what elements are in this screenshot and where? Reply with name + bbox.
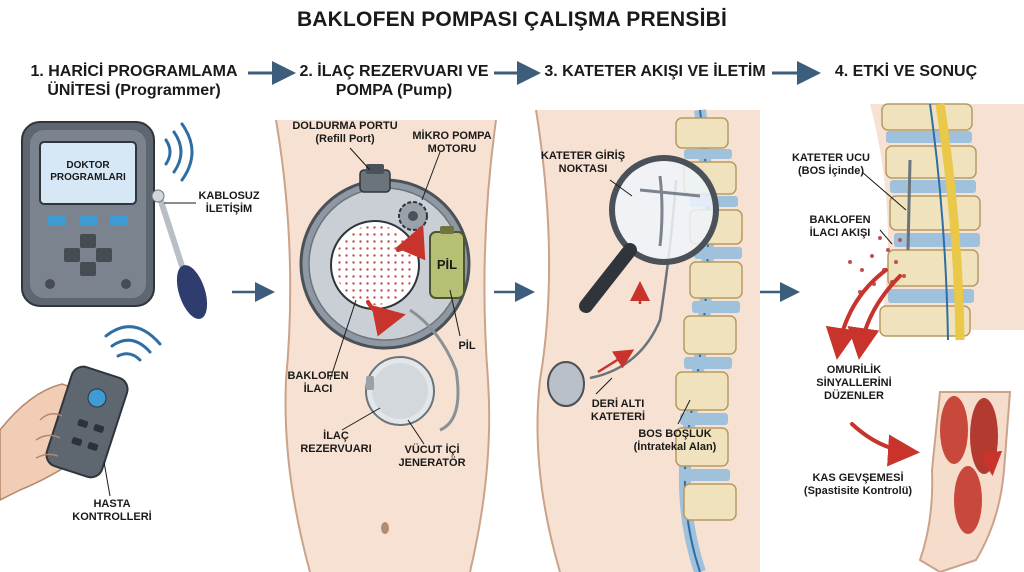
reservoir-line-2: REZERVUARI	[300, 443, 372, 455]
magnifier-icon	[579, 155, 719, 313]
subq-line-2: KATETERİ	[590, 411, 646, 423]
step-2-line1: 2. İLAÇ REZERVUARI VE	[299, 63, 489, 80]
step-4-heading: 4. ETKİ VE SONUÇ	[818, 62, 994, 81]
entry-line-2: NOKTASI	[558, 163, 608, 175]
drug-flow-label: BAKLOFEN İLACI AKIŞI	[800, 214, 880, 240]
spinal-signal-label: OMURİLİK SİNYALLERİNİ DÜZENLER	[804, 364, 904, 403]
panel3-red-arrows	[597, 281, 650, 374]
patient-line-1: HASTA	[93, 498, 131, 510]
signal-line-2: SİNYALLERİNİ	[816, 377, 892, 389]
pump-side-view	[547, 361, 585, 407]
drug-line-1: BAKLOFEN	[287, 370, 349, 382]
screen-line-2: PROGRAMLARI	[50, 172, 126, 183]
patient-leader-line	[103, 461, 111, 497]
patient-line-2: KONTROLLERİ	[72, 511, 152, 523]
motor-line-2: MOTORU	[427, 143, 477, 155]
refill-line-2: (Refill Port)	[315, 133, 375, 145]
signal-line-1: OMURİLİK	[826, 364, 882, 376]
step-4-line1: 4. ETKİ VE SONUÇ	[834, 63, 978, 80]
step-2-line2: POMPA (Pump)	[335, 82, 453, 99]
pump-red-arrows	[366, 224, 426, 337]
generator-label: VÜCUT İÇİ JENERATÖR	[388, 444, 476, 470]
step-2-heading: 2. İLAÇ REZERVUARI VE POMPA (Pump)	[294, 62, 494, 100]
muscle-line-1: KAS GEVŞEMESİ	[812, 472, 904, 484]
leg-muscle	[918, 391, 1012, 572]
refill-port-label: DOLDURMA PORTU (Refill Port)	[290, 120, 400, 146]
flow-line-1: BAKLOFEN	[809, 214, 871, 226]
step-1-heading: 1. HARİCİ PROGRAMLAMA ÜNİTESİ (Programme…	[22, 62, 246, 100]
panel2-leader-lines	[329, 147, 461, 445]
reservoir-label: İLAÇ REZERVUARI	[296, 430, 376, 456]
wireless-line-1: KABLOSUZ	[198, 190, 260, 202]
panel4-red-arrows	[825, 268, 920, 467]
generator-device	[365, 356, 435, 426]
signal-line-3: DÜZENLER	[824, 390, 884, 402]
wireless-icon	[164, 122, 194, 182]
muscle-relaxation-label: KAS GEVŞEMESİ (Spastisite Kontrolü)	[790, 472, 926, 498]
step-3-heading: 3. KATETER AKIŞI VE İLETİM	[538, 62, 772, 81]
flow-line-2: İLACI AKIŞI	[809, 227, 871, 239]
battery-inner-label: PİL	[436, 257, 458, 272]
step-3-line1: 3. KATETER AKIŞI VE İLETİM	[544, 63, 766, 80]
battery-label: PİL	[458, 340, 476, 352]
pump-catheter	[409, 308, 460, 432]
micro-pump-motor-label: MİKRO POMPA MOTORU	[404, 130, 500, 156]
catheter-entry-label: KATETER GİRİŞ NOKTASI	[530, 150, 636, 176]
subcutaneous-catheter-label: DERİ ALTI KATETERİ	[578, 398, 658, 424]
csf-line-1: BOS BOŞLUK	[638, 428, 712, 440]
screen-line-1: DOKTOR	[66, 160, 110, 171]
baclofen-drug-label: BAKLOFEN İLACI	[280, 370, 356, 396]
subq-line-1: DERİ ALTI	[591, 398, 645, 410]
programmer-device	[21, 121, 155, 307]
wand-icon	[151, 189, 208, 319]
csf-space-label: BOS BOŞLUK (İntratekal Alan)	[620, 428, 730, 454]
reservoir-line-1: İLAÇ	[323, 430, 349, 442]
page-title: BAKLOFEN POMPASI ÇALIŞMA PRENSİBİ	[296, 8, 728, 31]
programmer-screen-text: DOKTOR PROGRAMLARI	[40, 160, 136, 184]
refill-line-1: DOLDURMA PORTU	[292, 120, 398, 132]
patient-controls-label: HASTA KONTROLLERİ	[70, 498, 154, 524]
wireless-line-2: İLETİŞİM	[205, 203, 253, 215]
tip-line-1: KATETER UCU	[791, 152, 870, 164]
entry-line-1: KATETER GİRİŞ	[540, 150, 626, 162]
spine-panel4	[870, 103, 1024, 341]
remote-wireless-icon	[104, 325, 162, 362]
motor-line-1: MİKRO POMPA	[412, 130, 492, 142]
panel4-leader-lines	[861, 171, 907, 245]
hand-remote-icon	[0, 365, 129, 501]
catheter-tip-label: KATETER UCU (BOS İçinde)	[786, 152, 876, 178]
generator-line-2: JENERATÖR	[398, 457, 466, 469]
panel3-leader-lines	[595, 179, 691, 425]
generator-line-1: VÜCUT İÇİ	[404, 444, 460, 456]
drug-line-2: İLACI	[303, 383, 333, 395]
muscle-line-2: (Spastisite Kontrolü)	[803, 485, 913, 497]
csf-line-2: (İntratekal Alan)	[633, 441, 717, 453]
tip-line-2: (BOS İçinde)	[797, 165, 864, 177]
step-1-line1: 1. HARİCİ PROGRAMLAMA	[30, 63, 238, 80]
wireless-label: KABLOSUZ İLETİŞİM	[192, 190, 266, 216]
step-1-line2: ÜNİTESİ (Programmer)	[47, 82, 221, 99]
